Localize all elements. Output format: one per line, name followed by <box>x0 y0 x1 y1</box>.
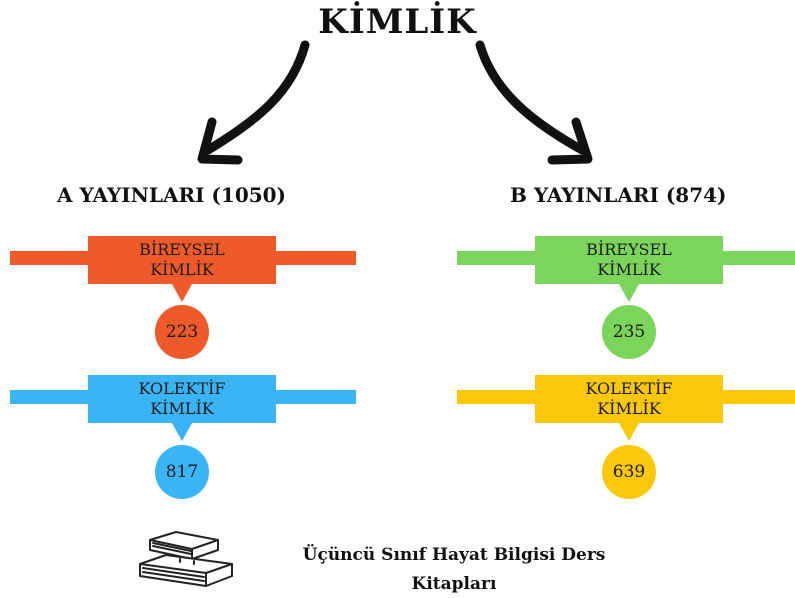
category-label-line1: BİREYSEL <box>139 240 225 259</box>
group-b-heading: B YAYINLARI (874) <box>510 183 727 207</box>
count-circle: 223 <box>155 305 209 359</box>
category-box: BİREYSEL KİMLİK <box>88 236 276 284</box>
group-a-bireysel-branch: BİREYSEL KİMLİK 223 <box>10 236 356 361</box>
category-box: KOLEKTİF KİMLİK <box>88 375 276 423</box>
books-icon <box>139 531 233 587</box>
group-b-kolektif-branch: KOLEKTİF KİMLİK 639 <box>457 375 795 500</box>
group-a-kolektif-branch: KOLEKTİF KİMLİK 817 <box>10 375 356 500</box>
category-label-line1: KOLEKTİF <box>585 379 673 398</box>
category-label-line2: KİMLİK <box>150 399 214 418</box>
category-box: KOLEKTİF KİMLİK <box>535 375 723 423</box>
count-value: 223 <box>165 322 199 342</box>
diagram-title: KİMLİK <box>318 2 477 42</box>
pointer-stem <box>619 284 639 302</box>
pointer-stem <box>172 284 192 302</box>
caption: Üçüncü Sınıf Hayat Bilgisi Ders Kitaplar… <box>268 541 640 598</box>
caption-line2: Kitapları <box>411 574 497 594</box>
category-box: BİREYSEL KİMLİK <box>535 236 723 284</box>
pointer-stem <box>619 423 639 441</box>
count-value: 639 <box>612 462 646 482</box>
group-b-bireysel-branch: BİREYSEL KİMLİK 235 <box>457 236 795 361</box>
group-a-heading: A YAYINLARI (1050) <box>57 183 287 207</box>
count-circle: 817 <box>155 445 209 499</box>
category-label-line2: KİMLİK <box>597 260 661 279</box>
count-value: 235 <box>612 322 646 342</box>
count-value: 817 <box>165 462 199 482</box>
count-circle: 235 <box>602 305 656 359</box>
caption-line1: Üçüncü Sınıf Hayat Bilgisi Ders <box>302 545 606 565</box>
category-label-line2: KİMLİK <box>150 260 214 279</box>
category-label-line1: BİREYSEL <box>586 240 672 259</box>
category-label-line1: KOLEKTİF <box>138 379 226 398</box>
category-label-line2: KİMLİK <box>597 399 661 418</box>
pointer-stem <box>172 423 192 441</box>
count-circle: 639 <box>602 445 656 499</box>
